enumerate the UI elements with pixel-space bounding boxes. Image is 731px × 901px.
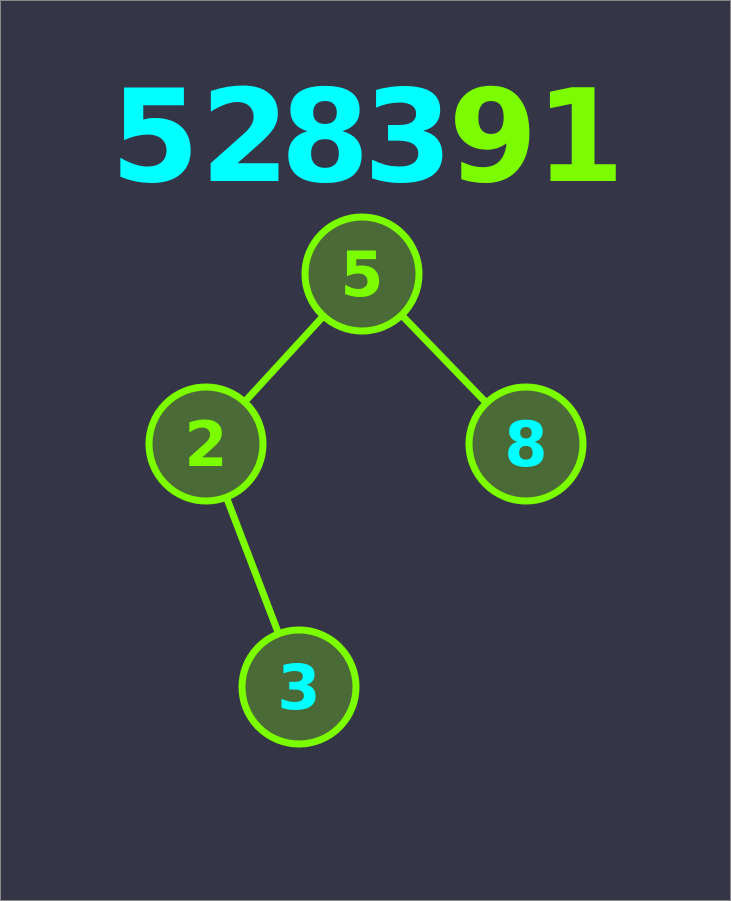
node-circle [238, 626, 360, 748]
node-circle [465, 383, 587, 505]
node-label: 5 [340, 238, 383, 311]
tree-edge [222, 493, 283, 638]
tree-node-8: 8 [465, 383, 587, 505]
node-label: 2 [184, 408, 227, 481]
tree-edge [398, 311, 490, 407]
sequence-digit: 8 [280, 63, 369, 212]
sequence-row: 5 2 8 3 9 1 [110, 63, 624, 212]
sequence-digit: 1 [535, 63, 624, 212]
tree-edges [222, 311, 490, 638]
node-label: 3 [277, 651, 320, 724]
tree-node-2: 2 [145, 383, 267, 505]
sequence-digit: 9 [448, 63, 537, 212]
tree-node-3: 3 [238, 626, 360, 748]
node-circle [301, 213, 423, 335]
node-circle [145, 383, 267, 505]
tree-node-5: 5 [301, 213, 423, 335]
sequence-digit: 5 [110, 63, 199, 212]
sequence-digit: 3 [363, 63, 452, 212]
sequence-digit: 2 [200, 63, 289, 212]
tree-nodes: 5 2 8 3 [145, 213, 587, 748]
tree-edge [241, 312, 327, 406]
node-label: 8 [504, 408, 547, 481]
